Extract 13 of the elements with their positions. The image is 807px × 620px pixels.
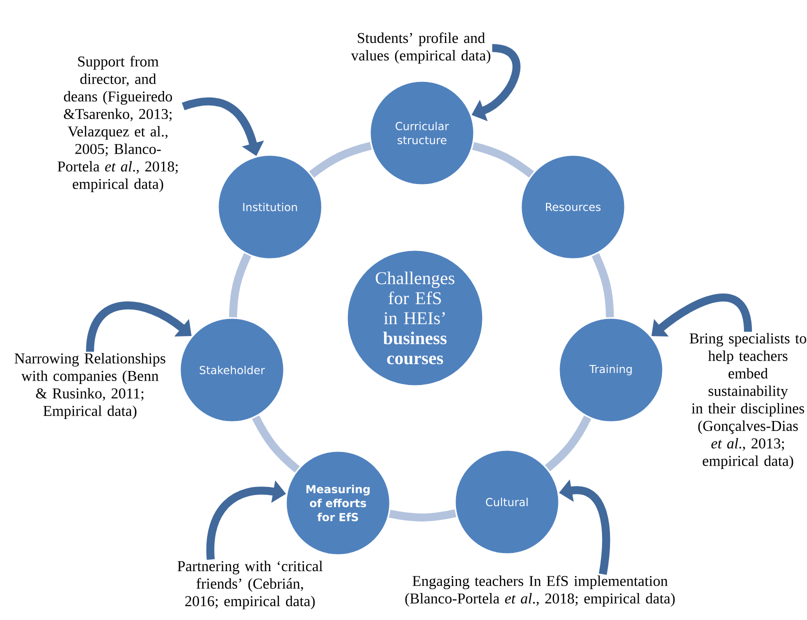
annotation-text: Engaging teachers In EfS implementation (Blanco-Portela et al., 2018; empirical data) [405,575,675,607]
annotation-text: Narrowing Relationships with companies (Benn & Rusinko, 2011; Empirical data) [14,352,166,420]
ring-connector [592,253,614,318]
ring-connector [388,509,456,522]
annotation-text: Bring specialists to help teachers embed sustainability in their disciplines (Gonçalves-Dias et al., 2013; empirical data) [690,332,806,470]
ring-connector [472,142,534,178]
ring-connector [252,415,300,473]
annotation-text: Students’ profile and values (empirical data) [351,32,490,64]
ring-connector [309,142,372,178]
ring-connector [229,253,252,318]
annotation-text: Partnering with ‘critical friends’ (Cebrián, 2016; empirical data) [178,560,323,610]
annotation-text: Support from director, and deans (Figueiredo &Tsarenko, 2013; Velazquez et al., 2005; Blanco-Portela et al., 2018; empirical data) [58,56,178,192]
ring-connector [544,416,592,472]
